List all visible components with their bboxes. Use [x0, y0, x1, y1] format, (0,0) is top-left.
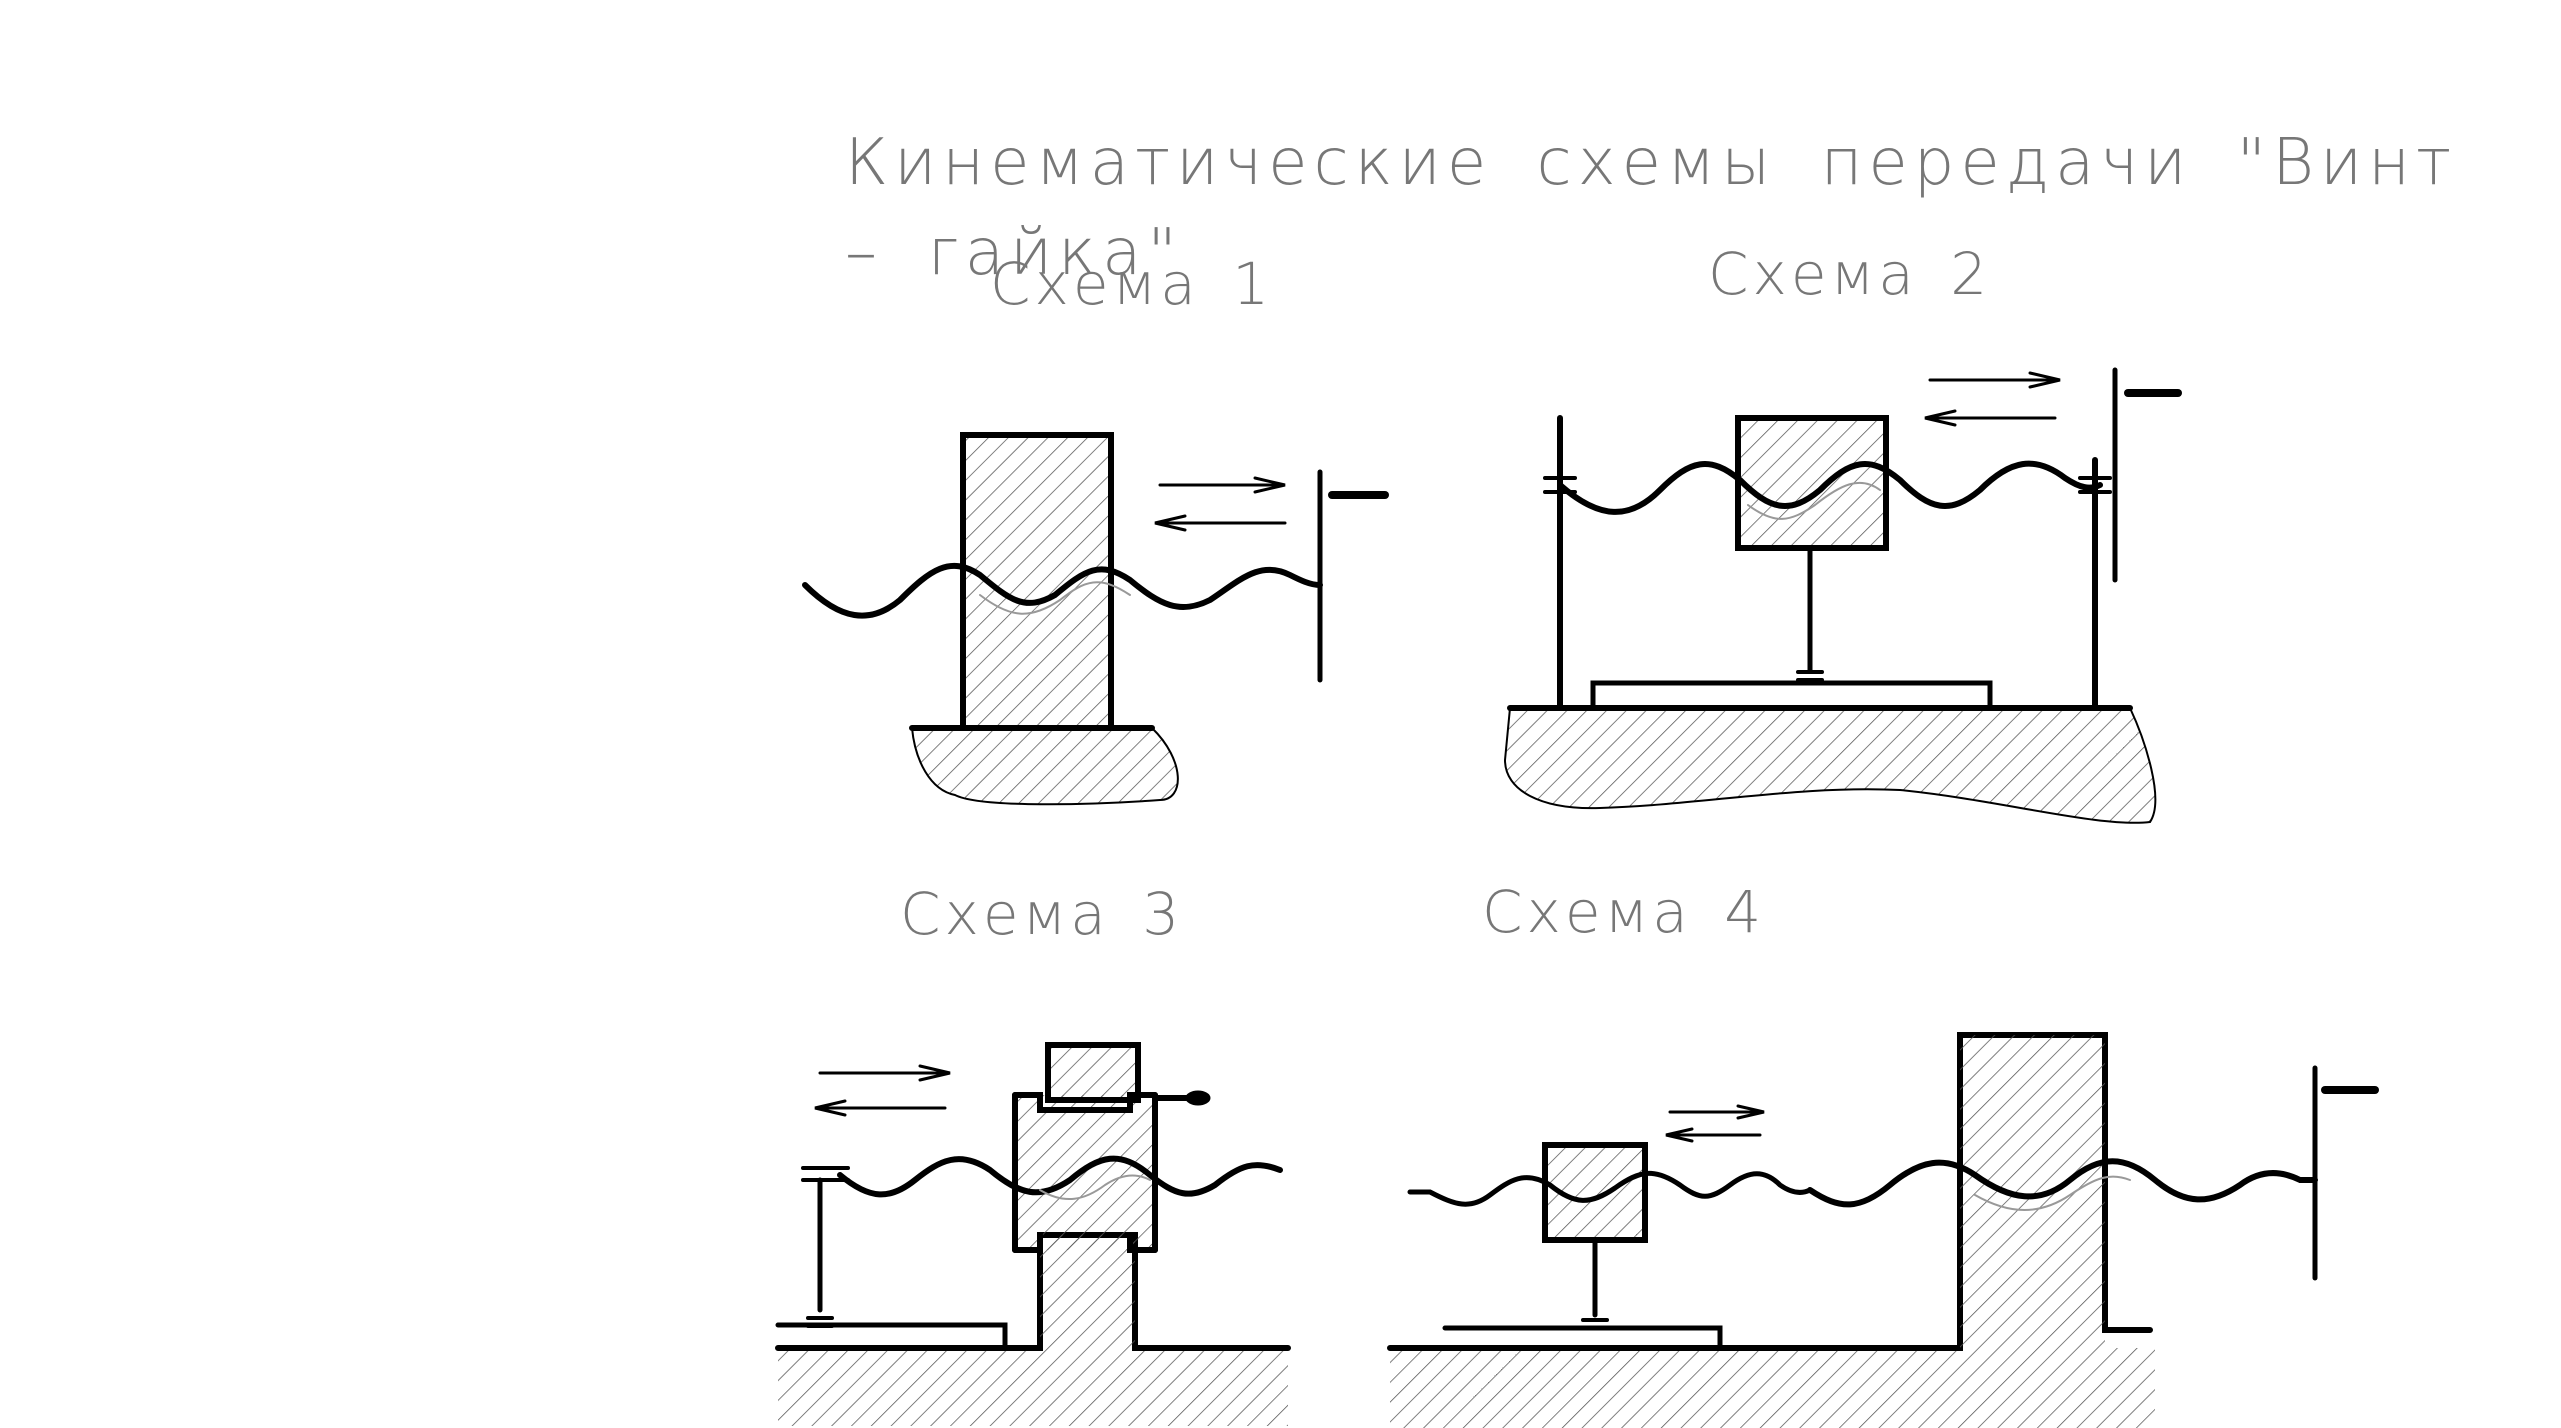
scheme-1: [802, 432, 1389, 806]
caption-scheme-3: Схема 3: [900, 880, 1184, 948]
caption-scheme-2: Схема 2: [1708, 240, 1992, 308]
scheme-4-nut-post: [1960, 1035, 2105, 1348]
scheme-2-screw: [1557, 460, 2103, 515]
diagram-title: Кинематические схемы передачи "Винт – га…: [845, 126, 2458, 290]
scheme-2-base: [1503, 707, 2157, 824]
caption-scheme-4: Схема 4: [1482, 878, 1766, 946]
scheme-1-screw: [802, 563, 1323, 619]
scheme-3-screw: [837, 1155, 1283, 1198]
scheme-4-screw-large: [1807, 1158, 2318, 1208]
scheme-4: [1387, 1032, 2379, 1428]
caption-scheme-1: Схема 1: [990, 250, 1274, 318]
scheme-4-screw-small: [1407, 1170, 1813, 1207]
scheme-3-carriage: [1015, 1095, 1155, 1250]
scheme-1-base: [910, 727, 1179, 806]
scheme-3: [775, 1042, 1291, 1426]
scheme-3-top-block: [1045, 1042, 1141, 1103]
scheme-3-post: [1040, 1235, 1135, 1348]
scheme-2: [1503, 367, 2182, 824]
scheme-4-nut: [1542, 1142, 1648, 1243]
